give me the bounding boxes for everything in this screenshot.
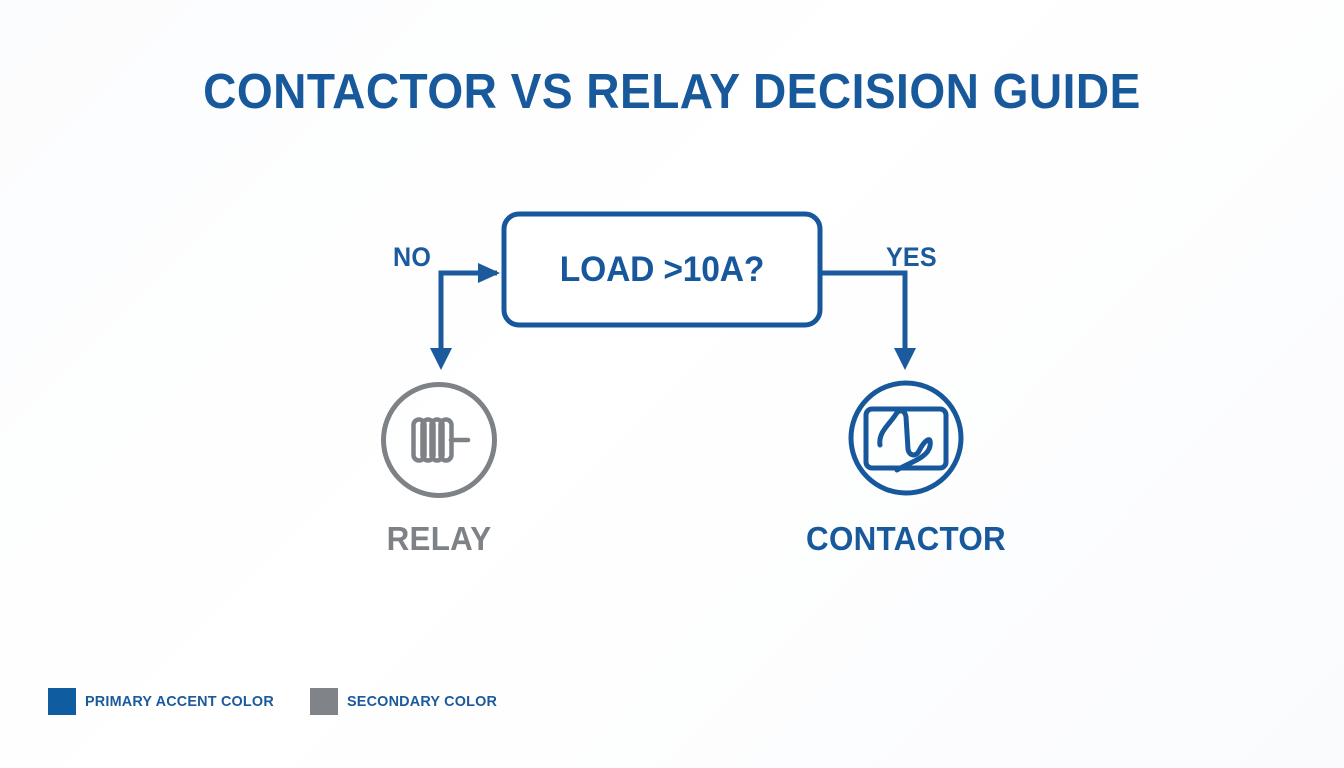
decision-question-label: LOAD >10A?: [559, 249, 765, 289]
legend-swatch-primary: [48, 688, 76, 715]
edge-yes: [820, 270, 916, 370]
arrowhead-no-right: [478, 263, 500, 283]
relay-node-icon[interactable]: [381, 382, 497, 498]
contactor-circle-outline: [848, 380, 964, 496]
branch-label-yes: YES: [886, 242, 937, 272]
arrowhead-yes-down: [894, 348, 916, 370]
relay-coil-icon: [411, 417, 471, 463]
legend-label-primary: PRIMARY ACCENT COLOR: [85, 693, 274, 710]
legend-swatch-secondary: [309, 688, 338, 715]
legend-label-secondary: SECONDARY COLOR: [346, 693, 497, 710]
node-label-relay: RELAY: [386, 520, 492, 557]
page-title: CONTACTOR VS RELAY DECISION GUIDE: [203, 65, 1141, 119]
contactor-node-icon[interactable]: [848, 380, 964, 496]
node-label-contactor: CONTACTOR: [806, 520, 1006, 557]
decision-box[interactable]: [501, 211, 823, 328]
legend-item-secondary: SECONDARY COLOR: [309, 688, 503, 715]
edge-no: [430, 263, 500, 370]
legend-item-primary: PRIMARY ACCENT COLOR: [48, 688, 282, 715]
branch-label-no: NO: [393, 242, 432, 272]
contactor-module-icon: [863, 406, 949, 473]
arrowhead-no-down: [430, 348, 452, 370]
legend: PRIMARY ACCENT COLOR SECONDARY COLOR: [48, 688, 503, 715]
relay-circle-outline: [381, 382, 497, 498]
